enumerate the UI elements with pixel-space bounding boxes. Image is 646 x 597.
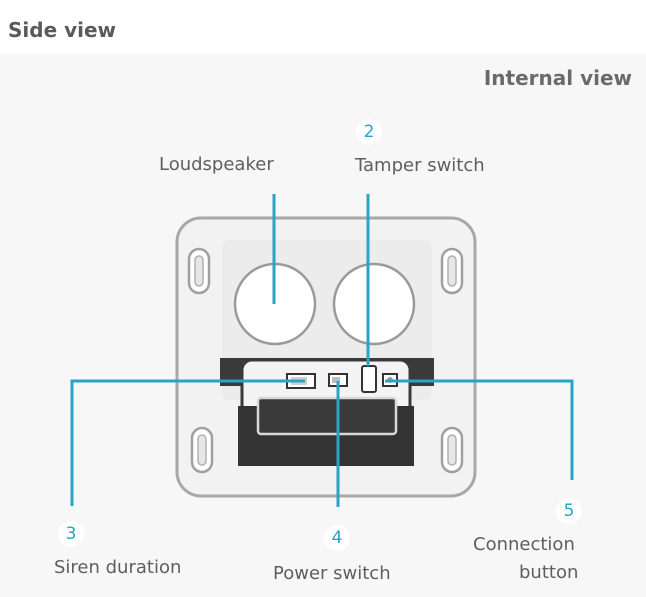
tamper-number-badge: 2: [356, 119, 382, 145]
power-switch-slider: [332, 377, 340, 383]
siren-number-badge: 3: [58, 521, 84, 547]
siren-leader: [70, 379, 305, 506]
connection-label-line1: Connection: [473, 534, 575, 555]
side-view-title: Side view: [8, 18, 117, 42]
power-label: Power switch: [273, 563, 391, 584]
siren-label: Siren duration: [54, 557, 182, 578]
connection-number-badge: 5: [556, 498, 582, 524]
mounting-slot-bottom-left: [190, 426, 214, 474]
loudspeaker-label: Loudspeaker: [159, 154, 274, 175]
connection-label-line2: button: [519, 562, 579, 583]
loudspeaker-right: [332, 262, 416, 346]
power-number-badge: 4: [324, 525, 350, 551]
mounting-slot-top-left: [187, 247, 211, 295]
mounting-slot-bottom-right: [440, 426, 464, 474]
connection-leader: [385, 379, 574, 480]
header-bar: [0, 0, 646, 54]
battery-compartment: [256, 396, 398, 436]
internal-view-title: Internal view: [483, 66, 632, 90]
mounting-slot-top-right: [440, 247, 464, 295]
tamper-label: Tamper switch: [355, 155, 485, 176]
tamper-switch: [361, 365, 377, 393]
